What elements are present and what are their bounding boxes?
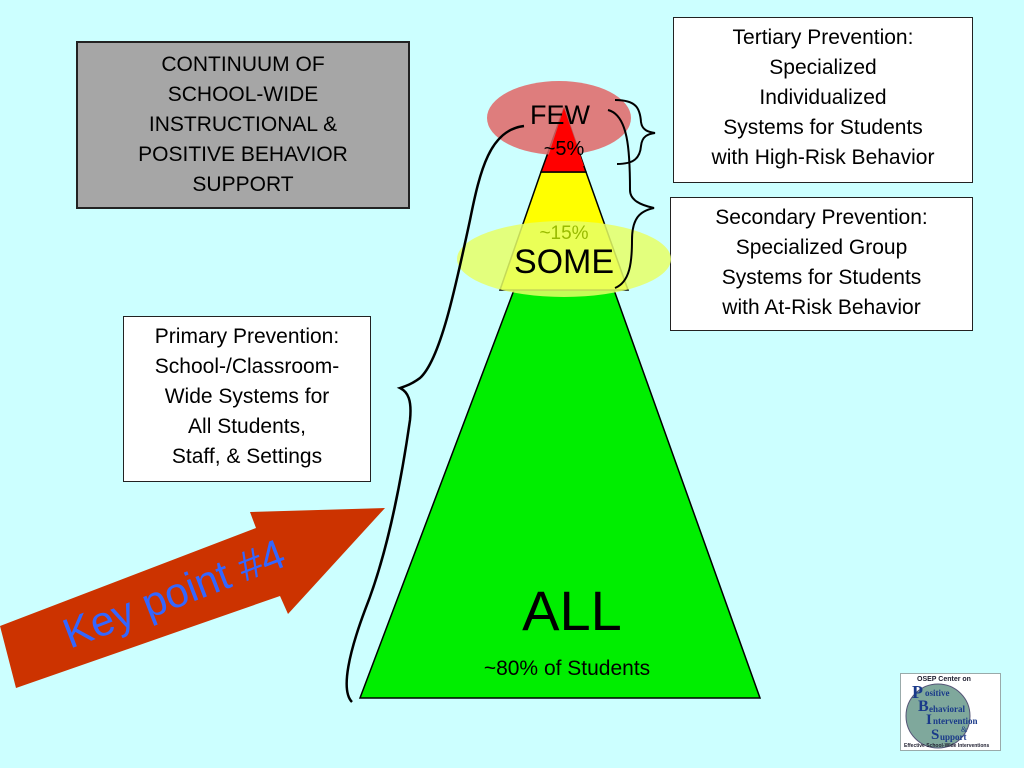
logo-letter-i: I — [926, 712, 932, 728]
title-line: CONTINUUM OF — [161, 53, 325, 76]
primary-prevention-box: Primary Prevention: School-/Classroom- W… — [123, 316, 371, 482]
title-box: CONTINUUM OF SCHOOL-WIDE INSTRUCTIONAL &… — [76, 41, 410, 209]
logo-word-behavioral: ehavioral — [929, 704, 965, 714]
all-percent: ~80% of Students — [483, 657, 651, 680]
title-line: INSTRUCTIONAL & — [148, 113, 338, 136]
primary-line: Staff, & Settings — [171, 445, 323, 468]
few-highlight — [487, 81, 631, 155]
pbis-logo: OSEP Center on P ositive B ehavioral I n… — [900, 673, 1001, 751]
primary-line: Primary Prevention: — [154, 325, 340, 348]
primary-line: Wide Systems for — [164, 385, 330, 408]
pyramid-red-apex — [545, 108, 584, 166]
key-point-arrow — [0, 508, 385, 688]
title-line: POSITIVE BEHAVIOR — [138, 143, 348, 166]
primary-brace — [345, 124, 525, 703]
secondary-brace — [607, 109, 655, 289]
tertiary-line: Systems for Students — [723, 116, 923, 139]
secondary-line: with At-Risk Behavior — [722, 296, 921, 319]
tertiary-line: with High-Risk Behavior — [711, 146, 935, 169]
secondary-prevention-box: Secondary Prevention: Specialized Group … — [670, 197, 973, 331]
logo-letter-b: B — [918, 698, 929, 715]
logo-word-support: upport — [940, 732, 967, 742]
secondary-line: Secondary Prevention: — [715, 206, 928, 229]
few-percent: ~5% — [543, 138, 585, 160]
primary-line: School-/Classroom- — [154, 355, 340, 378]
logo-word-intervention: ntervention — [933, 716, 978, 726]
tertiary-line: Tertiary Prevention: — [732, 26, 914, 49]
some-label: SOME — [513, 243, 615, 281]
logo-letter-s: S — [931, 727, 940, 743]
secondary-line: Specialized Group — [735, 236, 908, 259]
logo-letter-p: P — [912, 682, 923, 702]
tertiary-line: Individualized — [759, 86, 887, 109]
secondary-line: Systems for Students — [721, 266, 922, 289]
tertiary-prevention-box: Tertiary Prevention: Specialized Individ… — [673, 17, 973, 183]
all-label: ALL — [522, 579, 622, 642]
tertiary-line: Specialized — [769, 56, 877, 79]
title-line: SUPPORT — [192, 173, 294, 196]
logo-word-and: & — [961, 725, 968, 734]
some-percent: ~15% — [539, 223, 589, 244]
logo-footer: Effective School-Wide Interventions — [904, 743, 990, 749]
primary-line: All Students, — [188, 415, 306, 438]
title-line: SCHOOL-WIDE — [167, 83, 319, 106]
logo-word-positive: ositive — [925, 688, 950, 698]
logo-header: OSEP Center on — [917, 676, 971, 683]
some-highlight — [457, 221, 671, 297]
pbis-logo-graphic — [905, 683, 971, 749]
few-label: FEW — [530, 100, 590, 130]
tertiary-brace — [614, 99, 656, 165]
